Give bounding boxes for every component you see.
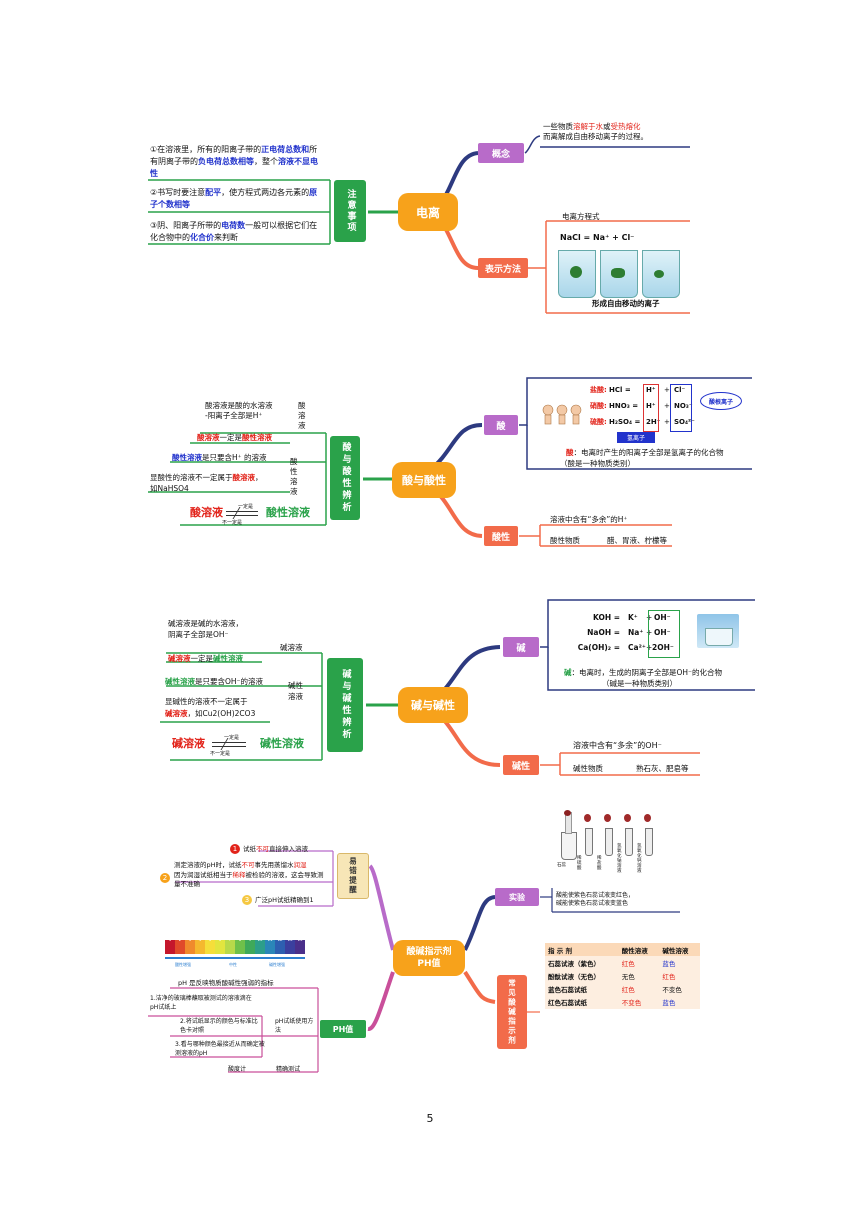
arrow-right-icon <box>212 742 246 743</box>
tube-label: 稀硫酸 <box>577 856 582 871</box>
hydrogen-ion-tag: 氢离子 <box>617 432 655 443</box>
ph-neutral: 中性 <box>229 962 237 967</box>
acid-molecules-image <box>540 398 586 428</box>
salt-crystal-icon <box>570 266 582 278</box>
ph-meter-note: 精确测试 <box>276 1066 301 1073</box>
mistake-2-badge: 2 <box>160 873 170 883</box>
acidity-text: 溶液中含有“多余”的H⁺ <box>550 515 628 524</box>
center-node-acid[interactable]: 酸与酸性 <box>392 462 456 498</box>
ph-scale-caption: pH 是反映物质酸碱性强弱的指标 <box>178 979 274 987</box>
ph-step-2: 2.将试纸显示的颜色与标准比色卡对照 <box>180 1018 258 1034</box>
basicity-node[interactable]: 碱性 <box>503 755 539 775</box>
base-analysis-node[interactable]: 碱与碱性辨析 <box>327 658 363 752</box>
experiment-text: 酸能使紫色石蕊试液变红色，碱能使紫色石蕊试液变蓝色 <box>556 892 635 907</box>
relation-bottom: 不一定是 <box>222 520 243 526</box>
base-definition-note: （碱是一种物质类别） <box>602 679 677 688</box>
relation-top: 一定是 <box>238 504 254 510</box>
hydroxide-box <box>648 610 680 658</box>
representation-title: 电离方程式 <box>562 212 600 221</box>
acid-definition-note: （酸是一种物质类别） <box>560 459 635 468</box>
hydrogen-ion-box <box>643 384 659 432</box>
base-solution-def: 碱溶液是碱的水溶液，阴离子全部是OH⁻ <box>168 619 243 639</box>
acid-definition: 酸：电离时产生的阳离子全部是氢离子的化合物 <box>566 448 724 457</box>
acid-solution-def: 酸溶液是酸的水溶液-阳离子全部是H⁺ <box>205 401 273 420</box>
base-equations: KOH = K⁺ + OH⁻ NaOH = Na⁺ + OH⁻ Ca(OH)₂ … <box>577 613 674 652</box>
mistake-3-badge: 3 <box>242 895 252 905</box>
indicator-table: 指 示 剂酸性溶液碱性溶液 石蕊试液（紫色）红色蓝色 酚酞试液（无色）无色红色 … <box>545 943 700 1009</box>
relation-left: 碱溶液 <box>172 737 205 750</box>
basicity-sub-label: 碱性物质 <box>573 764 603 773</box>
ph-node[interactable]: PH值 <box>320 1020 366 1038</box>
arrow-left-icon <box>226 515 258 516</box>
note-title-node[interactable]: 注意事项 <box>334 180 366 242</box>
relation-top: 一定是 <box>224 735 240 741</box>
basic-solution-label: 碱性溶液 <box>288 681 303 701</box>
tube-label: 氢氧化钠溶液 <box>617 844 622 874</box>
ph-color-scale: 酸性增强 中性 碱性增强 <box>165 940 305 967</box>
note-2: ②书写时要注意配平，使方程式两边各元素的原子个数相等 <box>150 188 318 209</box>
base-node[interactable]: 碱 <box>503 637 539 657</box>
acidity-sub-label: 酸性物质 <box>550 536 580 545</box>
note-3: ③阴、阳离子所带的电荷数一般可以根据它们在化合物中的化合价来判断 <box>150 221 318 242</box>
acid-equations: 盐酸: HCl = H⁺ + Cl⁻ 硝酸: HNO₃ = H⁺ + NO₃⁻ … <box>590 386 695 426</box>
base-definition: 碱：电离时，生成的阴离子全部是OH⁻的化合物 <box>564 668 723 677</box>
mistake-3-text: 广泛pH试纸精确到1 <box>255 896 314 904</box>
arrow-left-icon <box>212 746 246 747</box>
page-number: 5 <box>426 1112 434 1125</box>
acidity-node[interactable]: 酸性 <box>484 526 518 546</box>
salt-crystal-icon <box>611 268 625 278</box>
salt-crystal-icon <box>654 270 664 278</box>
relation-right: 酸性溶液 <box>266 506 310 519</box>
ph-step-3: 3.看与哪种颜色最接近从而确定被测溶液的pH <box>175 1041 265 1057</box>
acidity-sub-items: 醋、胃液、柠檬等 <box>607 536 667 545</box>
basic-solution-note: 显碱性的溶液不一定属于碱溶液，如Cu2(OH)2CO3 <box>165 697 256 718</box>
mistake-1-badge: 1 <box>230 844 240 854</box>
base-solution-image <box>697 614 739 648</box>
representation-node[interactable]: 表示方法 <box>478 258 528 278</box>
acidic-solution-note: 显酸性的溶液不一定属于酸溶液，如NaHSO4 <box>150 473 263 493</box>
mistake-2-text: 测定溶液的pH时，试纸不可事先用蒸馏水润湿因为润湿试纸相当于稀释被检验的溶液，这… <box>174 861 324 888</box>
ph-meter: 酸度计 <box>228 1066 247 1073</box>
acid-root-bubble: 酸根离子 <box>700 392 742 410</box>
basicity-text: 溶液中含有“多余”的OH⁻ <box>573 741 662 750</box>
base-solution-label: 碱溶液 <box>280 643 303 652</box>
tube-label: 氢氧化钙溶液 <box>637 844 642 874</box>
tube-label: 稀盐酸 <box>597 856 602 871</box>
ph-method-label: pH试纸使用方法 <box>275 1018 314 1034</box>
basic-solution-def: 碱性溶液是只要含OH⁻的溶液 <box>165 677 264 686</box>
ph-acid-side: 酸性增强 <box>175 962 191 967</box>
acid-root-box <box>670 384 692 432</box>
ionization-equation: NaCl = Na⁺ + Cl⁻ <box>560 233 635 242</box>
common-indicators-node[interactable]: 常见酸碱指示剂 <box>497 975 527 1049</box>
test-tubes-image: 石蕊 稀硫酸 稀盐酸 氢氧化钠溶液 氢氧化钙溶液 <box>555 810 665 885</box>
basicity-sub-items: 熟石灰、肥皂等 <box>636 764 689 773</box>
tube-label: 石蕊 <box>557 863 566 868</box>
relation-left: 酸溶液 <box>190 506 223 519</box>
arrow-right-icon <box>226 511 258 512</box>
acid-node[interactable]: 酸 <box>484 415 518 435</box>
acid-solution-rule: 酸溶液一定是酸性溶液 <box>197 433 272 442</box>
center-node-ionization[interactable]: 电离 <box>398 193 458 231</box>
ph-base-side: 碱性增强 <box>269 962 285 967</box>
acidic-solution-label: 酸性溶液 <box>290 457 298 496</box>
acid-solution-label: 酸溶液 <box>298 401 306 430</box>
acid-analysis-node[interactable]: 酸与酸性辨析 <box>330 436 360 520</box>
mistakes-node[interactable]: 易错提醒 <box>337 853 369 899</box>
acidic-solution-def: 酸性溶液是只要含H⁺ 的溶液 <box>172 453 267 462</box>
center-node-indicator[interactable]: 酸碱指示剂 PH值 <box>393 940 465 976</box>
relation-bottom: 不一定是 <box>210 751 231 757</box>
representation-caption: 形成自由移动的离子 <box>592 299 660 308</box>
mistake-1-text: 试纸不可直接伸入溶液 <box>243 845 308 853</box>
ph-step-1: 1.洁净的玻璃棒蘸取被测试的溶液滴在pH试纸上 <box>150 995 252 1011</box>
center-node-base[interactable]: 碱与碱性 <box>398 687 468 723</box>
concept-text: 一些物质溶解于水或受热熔化而离解成自由移动离子的过程。 <box>543 122 648 141</box>
concept-node[interactable]: 概念 <box>478 143 524 163</box>
relation-right: 碱性溶液 <box>260 737 304 750</box>
experiment-node[interactable]: 实验 <box>495 888 539 906</box>
base-solution-rule: 碱溶液一定是碱性溶液 <box>168 654 243 663</box>
note-1: ①在溶液里，所有的阳离子带的正电荷总数和所有阴离子带的负电荷总数相等，整个溶液不… <box>150 145 318 178</box>
